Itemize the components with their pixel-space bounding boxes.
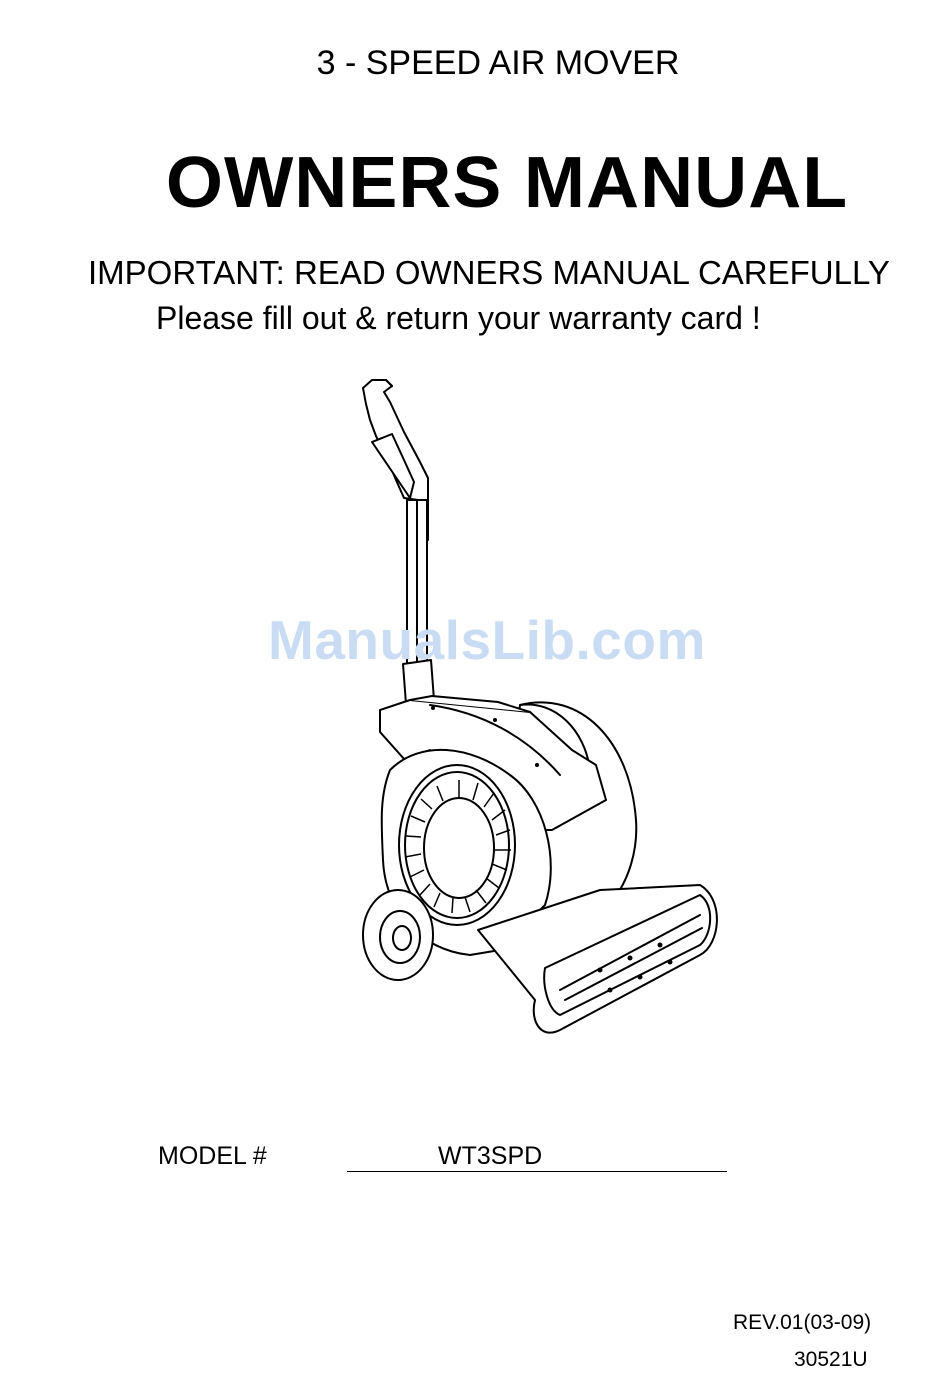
page-title: OWNERS MANUAL [0, 142, 950, 224]
air-mover-illustration [355, 375, 735, 1040]
model-underline [347, 1171, 727, 1172]
model-value: WT3SPD [438, 1142, 542, 1171]
part-number: 30521U [794, 1348, 868, 1372]
revision-code: REV.01(03-09) [733, 1311, 871, 1335]
warranty-note: Please fill out & return your warranty c… [156, 300, 761, 337]
product-subtitle: 3 - SPEED AIR MOVER [0, 44, 950, 83]
important-notice: IMPORTANT: READ OWNERS MANUAL CAREFULLY [88, 254, 890, 292]
model-label: MODEL # [158, 1142, 267, 1171]
watermark: ManualsLib.com [268, 608, 706, 672]
